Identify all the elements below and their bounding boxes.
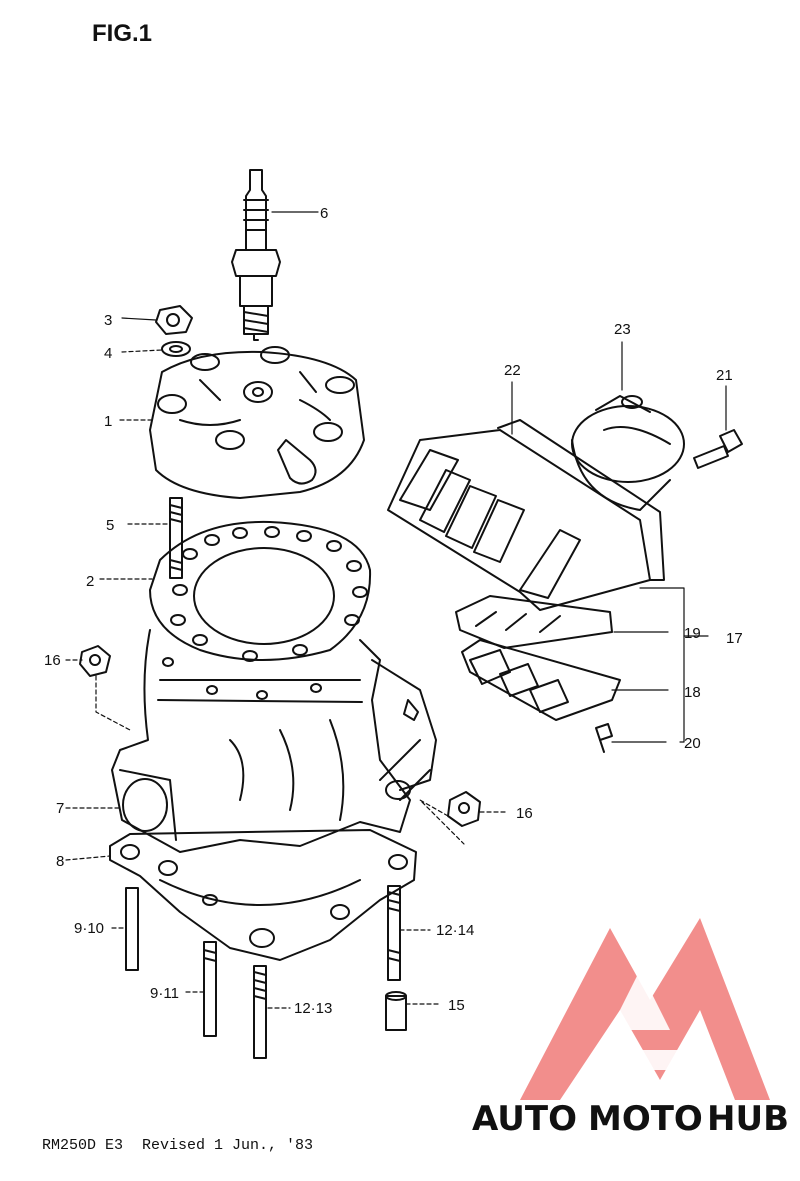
leader-lines <box>65 211 727 1009</box>
part-label-12-14: 12·14 <box>436 922 474 939</box>
reed-stopper-part <box>461 639 621 721</box>
bolt-21-part <box>693 429 743 469</box>
revision-date: Revised 1 Jun., '83 <box>142 1137 314 1154</box>
nut-16-left-part <box>79 645 111 677</box>
part-label-3: 3 <box>104 312 112 329</box>
part-label-15: 15 <box>448 997 465 1014</box>
part-label-9-10: 9·10 <box>74 920 104 937</box>
part-label-18: 18 <box>684 684 701 701</box>
figure-title: FIG.1 <box>92 20 153 47</box>
part-label-19: 19 <box>684 625 701 642</box>
part-label-16-right: 16 <box>516 805 533 822</box>
base-gasket-part <box>109 829 417 961</box>
cylinder-part <box>111 629 437 853</box>
stud-9-11-part <box>203 941 217 1037</box>
screw-20-part <box>595 723 613 753</box>
head-gasket-part <box>149 520 372 662</box>
part-label-8: 8 <box>56 853 64 870</box>
stud-12-13-part <box>253 965 267 1059</box>
spark-plug-part <box>231 169 281 341</box>
footer: RM250D E3 Revised 1 Jun., '83 <box>42 1137 323 1154</box>
intake-pipe-part <box>571 395 685 511</box>
part-label-16-left: 16 <box>44 652 61 669</box>
part-labels: 3 4 1 5 2 6 16 7 8 9·10 9·11 12·13 12·14… <box>44 205 743 1017</box>
model-code: RM250D E3 <box>42 1137 124 1154</box>
part-label-9-11: 9·11 <box>150 985 179 1002</box>
dowel-pin-part <box>385 991 407 1031</box>
part-label-6: 6 <box>320 205 328 222</box>
part-label-23: 23 <box>614 321 631 338</box>
nut-16-right-part <box>447 791 481 827</box>
part-label-2: 2 <box>86 573 94 590</box>
part-label-7: 7 <box>56 800 64 817</box>
cylinder-head-part <box>149 346 365 499</box>
part-label-22: 22 <box>504 362 521 379</box>
logo-word-moto: MOTO <box>588 1099 703 1139</box>
part-label-12-13: 12·13 <box>294 1000 332 1017</box>
part-label-4: 4 <box>104 345 112 362</box>
part-label-17: 17 <box>726 630 743 647</box>
reed-valve-body-part <box>387 419 665 611</box>
stud-9-10-part <box>125 887 139 971</box>
part-label-5: 5 <box>106 517 114 534</box>
part-label-20: 20 <box>684 735 701 752</box>
cylinder-head-nut-part <box>155 305 193 335</box>
automotohub-logo: AUTO MOTO HUB <box>472 918 789 1139</box>
washer-part <box>161 341 191 357</box>
logo-word-hub: HUB <box>707 1099 789 1139</box>
part-label-21: 21 <box>716 367 733 384</box>
stud-bolt-part <box>169 497 183 579</box>
logo-word-auto: AUTO <box>472 1099 577 1139</box>
part-label-1: 1 <box>104 413 112 430</box>
stud-12-14-part <box>387 885 401 981</box>
reed-petal-part <box>455 595 613 649</box>
